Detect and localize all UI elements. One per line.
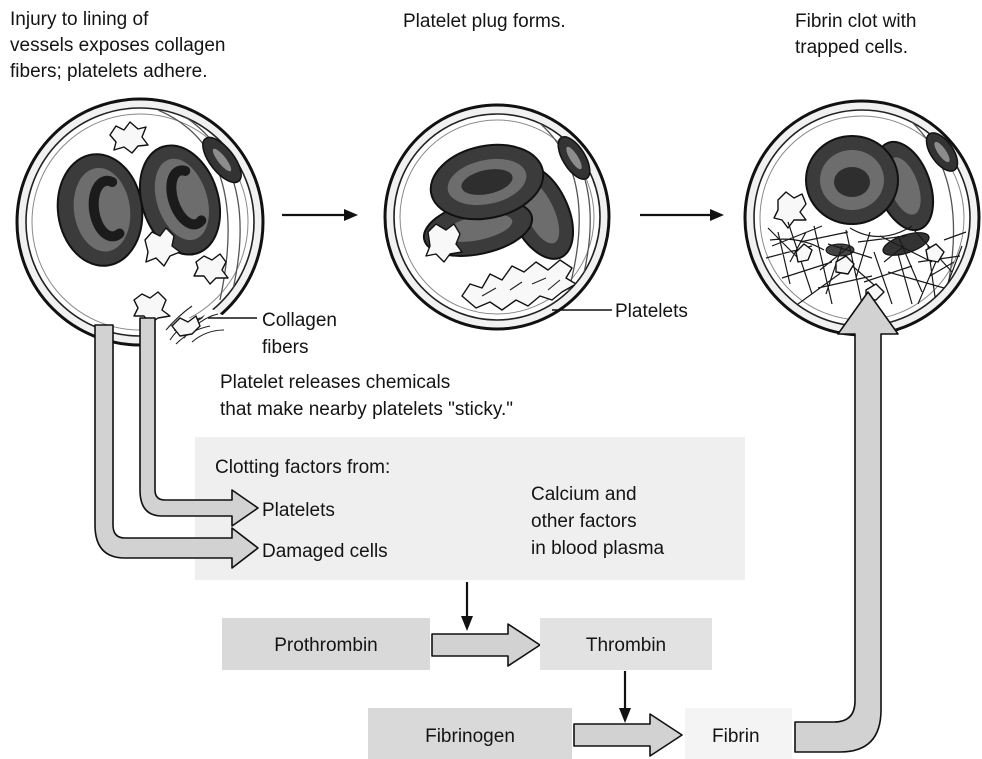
red-blood-cell xyxy=(806,136,898,224)
collagen-label: fibers xyxy=(262,337,308,358)
platelets-label: Platelets xyxy=(615,301,688,322)
stage-arrow xyxy=(640,209,724,221)
factor-source-damaged-cells: Damaged cells xyxy=(262,541,388,562)
plasma-factor-arrow xyxy=(461,582,473,631)
collagen-label: Collagen xyxy=(262,310,337,331)
vessel-platelet-plug: Platelets xyxy=(385,105,688,329)
release-note-line: Platelet releases chemicals xyxy=(220,372,450,393)
plasma-note-line: Calcium and xyxy=(531,484,637,505)
plasma-note-line: other factors xyxy=(531,511,637,532)
fibrinogen-label: Fibrinogen xyxy=(425,726,515,747)
factor-source-platelets: Platelets xyxy=(262,500,335,521)
caption-line: trapped cells. xyxy=(795,37,908,58)
plasma-note-line: in blood plasma xyxy=(531,538,665,559)
caption-line: fibers; platelets adhere. xyxy=(10,61,208,82)
stage-3-caption: Fibrin clot with trapped cells. xyxy=(795,11,916,58)
fibrin-return-arrow xyxy=(795,292,898,752)
thrombin-action-arrow xyxy=(619,671,631,723)
caption-line: Fibrin clot with xyxy=(795,11,916,32)
thrombin-label: Thrombin xyxy=(586,635,666,656)
prothrombin-label: Prothrombin xyxy=(274,635,378,656)
vessel-injured: Collagen fibers xyxy=(17,99,337,358)
conversion-arrow xyxy=(574,714,682,756)
caption-line: Injury to lining of xyxy=(10,9,149,30)
caption-line: vessels exposes collagen xyxy=(10,35,225,56)
fibrin-label: Fibrin xyxy=(712,726,760,747)
conversion-arrow xyxy=(432,624,540,666)
release-note-line: that make nearby platelets "sticky." xyxy=(220,399,513,420)
stage-1-caption: Injury to lining of vessels exposes coll… xyxy=(10,9,225,82)
caption-line: Platelet plug forms. xyxy=(403,11,566,32)
stage-2-caption: Platelet plug forms. xyxy=(403,11,566,32)
clotting-factors-heading: Clotting factors from: xyxy=(215,457,390,478)
stage-arrow xyxy=(282,209,358,221)
release-note: Platelet releases chemicals that make ne… xyxy=(220,372,513,420)
